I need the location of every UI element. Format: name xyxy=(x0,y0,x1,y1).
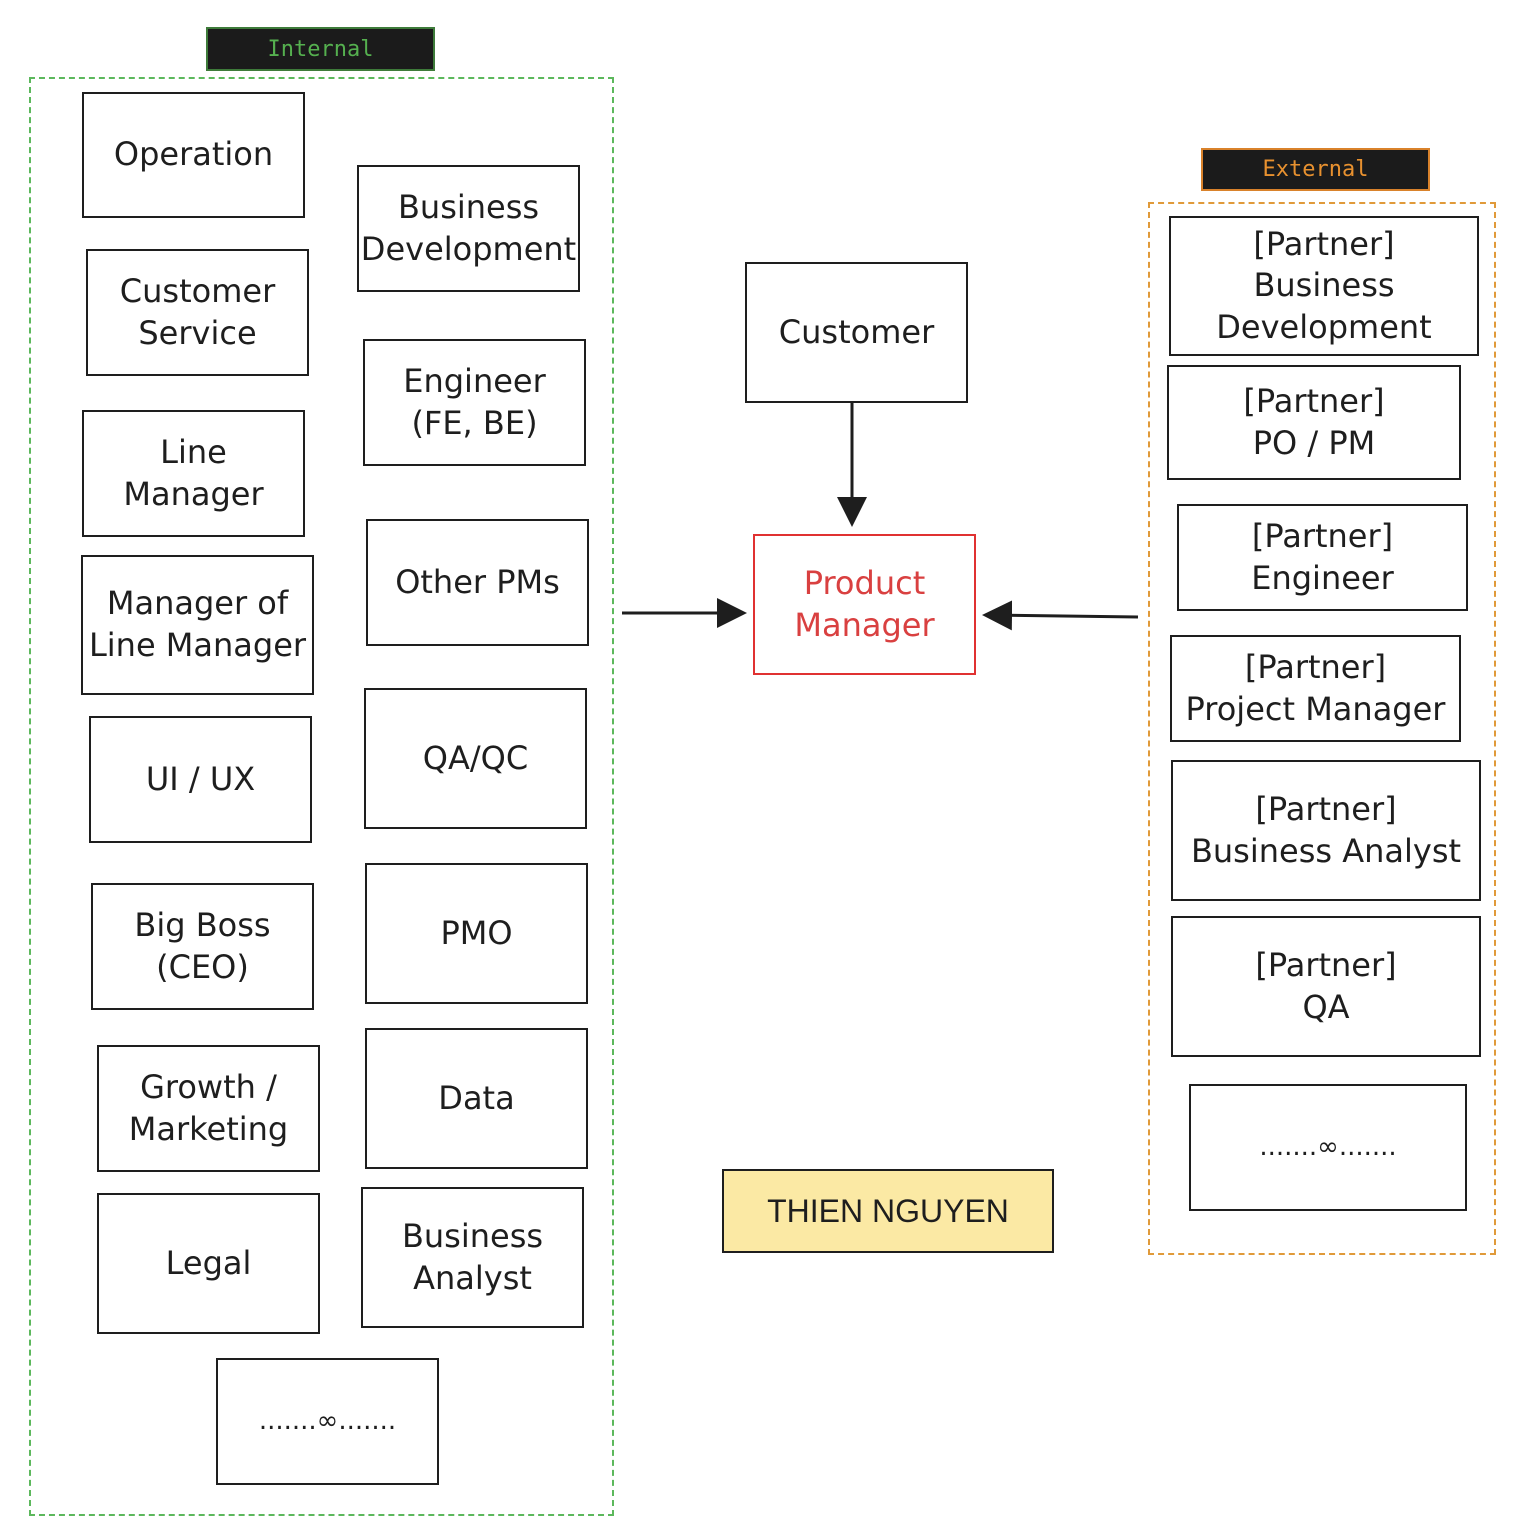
author-note: THIEN NGUYEN xyxy=(722,1169,1054,1253)
node-partner-engineer[interactable]: [Partner] Engineer xyxy=(1177,504,1468,611)
node-engineer[interactable]: Engineer (FE, BE) xyxy=(363,339,586,466)
external-group xyxy=(1148,202,1496,1255)
node-data[interactable]: Data xyxy=(365,1028,588,1169)
node-operation[interactable]: Operation xyxy=(82,92,305,218)
node-customer[interactable]: Customer xyxy=(745,262,968,403)
node-product-manager[interactable]: Product Manager xyxy=(753,534,976,675)
node-line-manager[interactable]: Line Manager xyxy=(82,410,305,537)
node-partner-po-pm[interactable]: [Partner] PO / PM xyxy=(1167,365,1461,480)
node-big-boss[interactable]: Big Boss (CEO) xyxy=(91,883,314,1010)
node-more-internal[interactable]: .......∞....... xyxy=(216,1358,439,1485)
node-business-development[interactable]: Business Development xyxy=(357,165,580,292)
external-tag: External xyxy=(1201,148,1430,191)
node-partner-qa[interactable]: [Partner] QA xyxy=(1171,916,1481,1057)
node-partner-business-analyst[interactable]: [Partner] Business Analyst xyxy=(1171,760,1481,901)
internal-group xyxy=(29,77,614,1516)
node-partner-business-development[interactable]: [Partner] Business Development xyxy=(1169,216,1479,356)
node-more-external[interactable]: .......∞....... xyxy=(1189,1084,1467,1211)
node-customer-service[interactable]: Customer Service xyxy=(86,249,309,376)
arrow-external-to-pm xyxy=(982,600,1139,631)
node-business-analyst[interactable]: Business Analyst xyxy=(361,1187,584,1328)
node-manager-of-line-manager[interactable]: Manager of Line Manager xyxy=(81,555,314,695)
node-qa-qc[interactable]: QA/QC xyxy=(364,688,587,829)
node-pmo[interactable]: PMO xyxy=(365,863,588,1004)
node-growth-marketing[interactable]: Growth / Marketing xyxy=(97,1045,320,1172)
node-ui-ux[interactable]: UI / UX xyxy=(89,716,312,843)
node-other-pms[interactable]: Other PMs xyxy=(366,519,589,646)
internal-tag: Internal xyxy=(206,27,435,71)
node-legal[interactable]: Legal xyxy=(97,1193,320,1334)
node-partner-project-manager[interactable]: [Partner] Project Manager xyxy=(1170,635,1461,742)
